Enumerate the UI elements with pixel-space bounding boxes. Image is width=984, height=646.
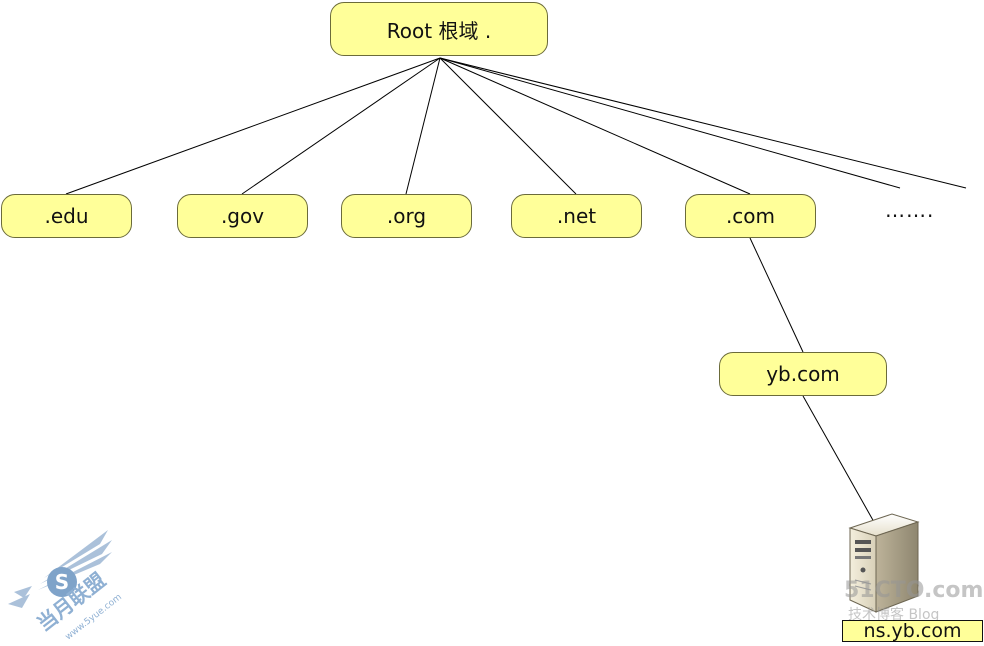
watermark-logo-icon: S 当月联盟 www.5yue.com — [8, 530, 124, 642]
tld-node-com: .com — [685, 194, 816, 238]
line-root-org — [405, 57, 441, 195]
root-domain-label: Root 根域 . — [386, 18, 492, 43]
host-label: ns.yb.com — [842, 620, 983, 642]
root-domain-node: Root 根域 . — [330, 2, 548, 56]
tld-label-com: .com — [725, 204, 776, 228]
tld-label-org: .org — [386, 204, 427, 228]
line-root-com — [439, 57, 751, 195]
tld-node-net: .net — [511, 194, 642, 238]
second-level-domain-node: yb.com — [719, 352, 887, 396]
line-root-gov — [241, 57, 441, 195]
host-label-text: ns.yb.com — [863, 620, 962, 642]
server-icon — [848, 513, 920, 613]
tld-node-org: .org — [341, 194, 472, 238]
tld-label-net: .net — [556, 204, 597, 228]
tld-node-edu: .edu — [1, 194, 132, 238]
tld-node-gov: .gov — [177, 194, 308, 238]
line-root-more-2 — [439, 57, 967, 189]
line-yb-host — [802, 395, 875, 523]
line-root-edu — [65, 57, 441, 195]
tld-label-gov: .gov — [220, 204, 265, 228]
more-domains-ellipsis: ……. — [885, 198, 935, 222]
line-root-net — [439, 57, 577, 195]
line-root-more-1 — [439, 57, 901, 189]
second-level-domain-label: yb.com — [766, 362, 840, 386]
watermark-logo-letter: S — [55, 570, 69, 594]
tld-label-edu: .edu — [44, 204, 89, 228]
line-com-yb — [749, 237, 804, 353]
